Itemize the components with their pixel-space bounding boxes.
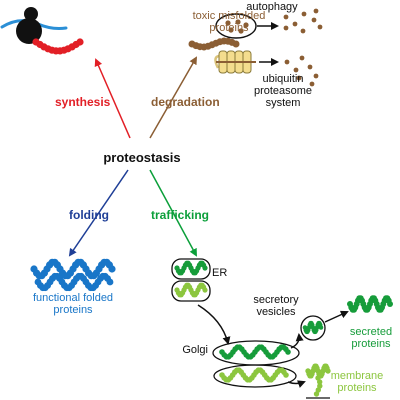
vesicles-label-line1: secretory <box>253 294 299 306</box>
proteasome-fragments <box>284 55 319 87</box>
proteasome <box>214 50 256 74</box>
trafficking-arrow <box>149 169 197 257</box>
toxic-label-line1: toxic misfolded <box>193 10 266 22</box>
ups-label-line1: ubiquitin <box>263 73 304 85</box>
secreted-label-line1: secreted <box>350 326 392 338</box>
folded-protein-illustration <box>30 258 116 292</box>
degradation-arrow <box>149 56 197 139</box>
ribosome-illustration <box>0 7 84 55</box>
toxic-label-line2: proteins <box>209 22 249 34</box>
misfolded-protein-chain <box>188 37 240 51</box>
ribosome-body <box>16 18 42 44</box>
golgi-to-vesicle-arrow <box>290 333 304 349</box>
golgi-apparatus <box>212 340 300 388</box>
nascent-chain <box>32 38 84 55</box>
membrane-label-line2: proteins <box>337 382 377 394</box>
synthesis-label: synthesis <box>55 95 111 109</box>
functional-label-line1: functional folded <box>33 292 113 304</box>
functional-label-line2: proteins <box>53 304 93 316</box>
golgi-label: Golgi <box>182 344 208 356</box>
er-compartment <box>171 258 211 302</box>
membrane-protein-illustration <box>305 363 331 399</box>
er-label: ER <box>212 267 227 279</box>
ups-label-line3: system <box>266 97 301 109</box>
autophagy-fragments <box>283 8 323 34</box>
golgi-to-membrane-arrow <box>287 380 306 388</box>
er-to-golgi-arrow <box>197 304 231 345</box>
secretory-vesicle <box>300 315 326 341</box>
autophagosome <box>215 13 257 39</box>
ups-label-line2: proteasome <box>254 85 312 97</box>
folding-arrow <box>68 169 129 257</box>
folding-label: folding <box>69 208 109 222</box>
synthesis-arrow <box>94 58 131 139</box>
vesicles-label-line2: vesicles <box>256 306 296 318</box>
degradation-label: degradation <box>151 95 220 109</box>
center-label: proteostasis <box>103 150 180 165</box>
secreted-label-line2: proteins <box>351 338 391 350</box>
ribosome-subunit <box>24 7 38 21</box>
trafficking-label: trafficking <box>151 208 209 222</box>
membrane-label-line1: membrane <box>331 370 384 382</box>
secreted-protein-illustration <box>347 295 393 313</box>
autophagy-label: autophagy <box>246 1 298 13</box>
secretion-arrow <box>324 310 349 323</box>
